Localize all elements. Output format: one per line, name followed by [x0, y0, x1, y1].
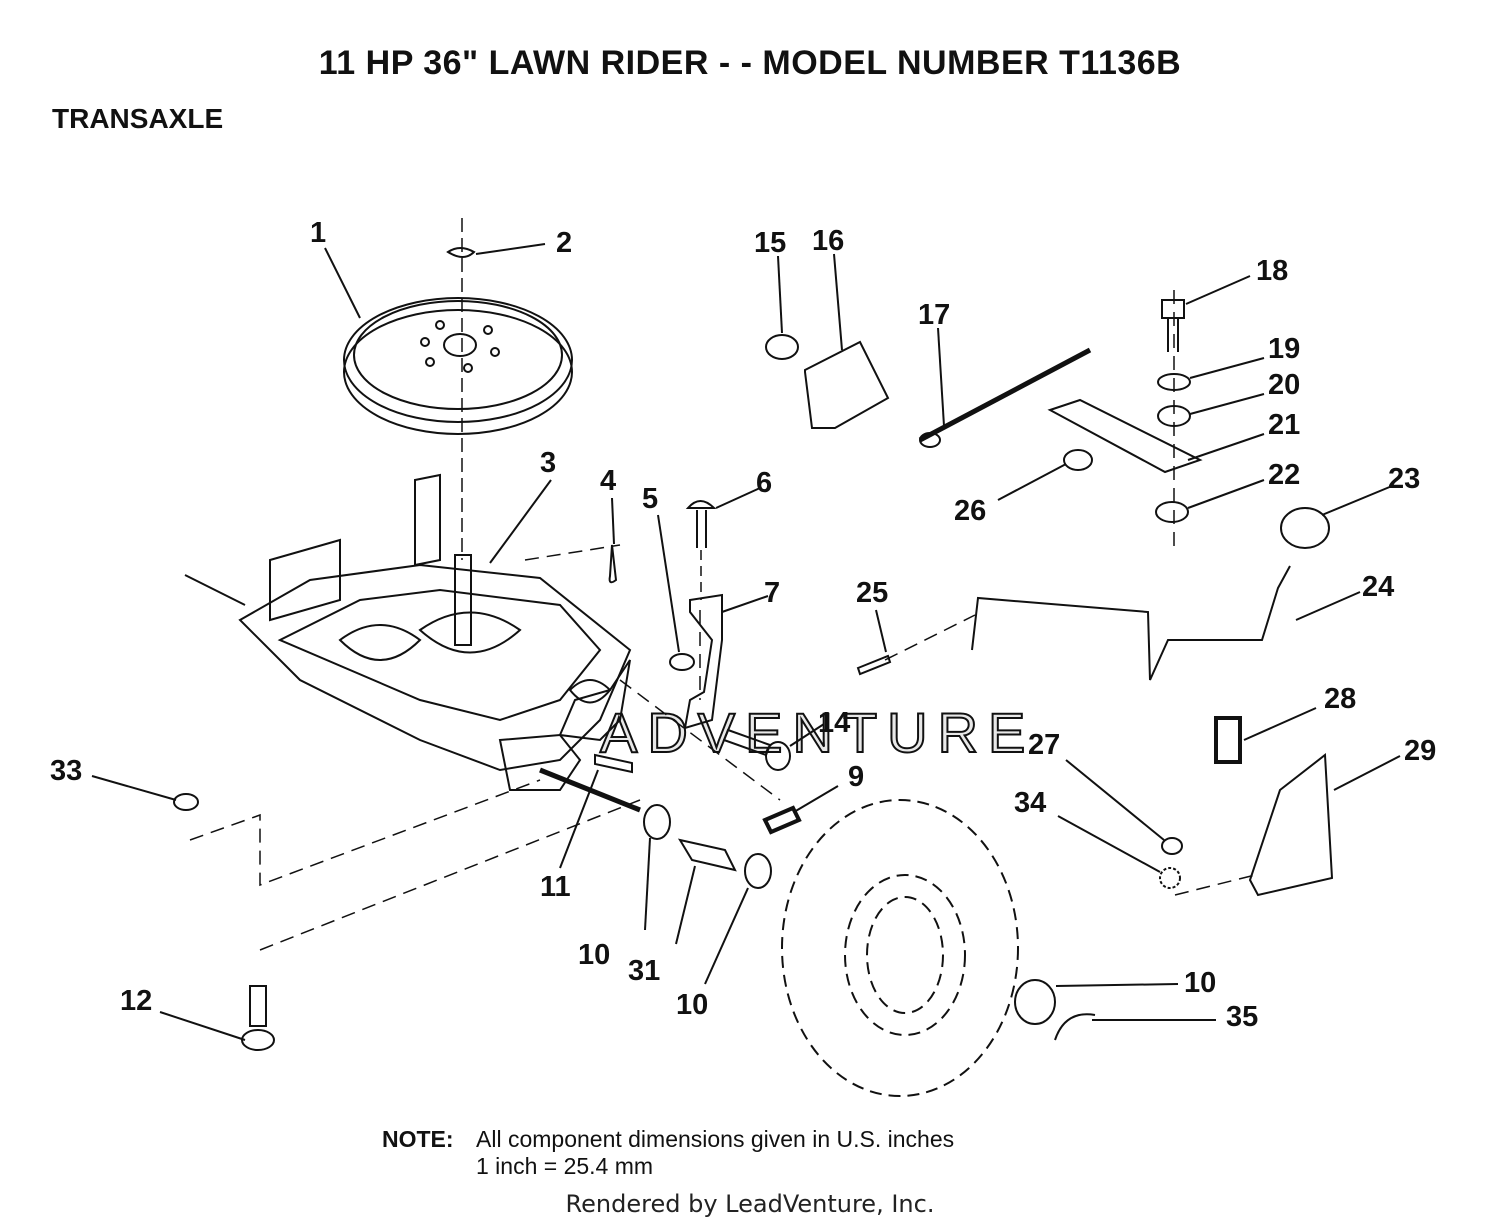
pulley-part [343, 297, 573, 435]
callout-31: 31 [628, 955, 660, 987]
spring-part [762, 805, 802, 835]
callout-10b: 10 [676, 989, 708, 1021]
callout-4: 4 [600, 465, 616, 497]
callout-27: 27 [1028, 729, 1060, 761]
callout-6: 6 [756, 467, 772, 499]
carriage-bolt-part [685, 500, 717, 548]
watermark-text: ADVENTURE [600, 701, 1035, 764]
callout-7: 7 [764, 577, 780, 609]
transaxle-housing-part [184, 473, 641, 813]
bolt-part [241, 985, 275, 1051]
diagram-title: 11 HP 36" LAWN RIDER - - MODEL NUMBER T1… [318, 44, 1182, 82]
callout-16: 16 [812, 225, 844, 257]
bracket-part [683, 593, 723, 730]
spacer-part [677, 838, 737, 872]
hex-bolt-part [722, 728, 791, 771]
link-plate-part [1047, 398, 1203, 474]
footer-credit: Rendered by LeadVenture, Inc. [565, 1190, 935, 1218]
note-line-2: 1 inch = 25.4 mm [476, 1153, 654, 1179]
callout-5: 5 [642, 483, 658, 515]
nut-part [173, 793, 199, 811]
callout-12: 12 [120, 985, 152, 1017]
callout-3: 3 [540, 447, 556, 479]
nut-part [1161, 837, 1183, 855]
washer-part [643, 804, 671, 840]
washer-part [744, 853, 772, 889]
extension-spring-part [1214, 716, 1242, 764]
callout-24: 24 [1362, 571, 1394, 603]
callout-2: 2 [556, 227, 572, 259]
shift-lever-part [971, 565, 1291, 681]
callout-23: 23 [1388, 463, 1420, 495]
callout-10c: 10 [1184, 967, 1216, 999]
nut-part [1063, 449, 1093, 471]
shift-rod-part [918, 347, 1092, 448]
note-line-1: All component dimensions given in U.S. i… [476, 1126, 955, 1152]
nut-part [669, 653, 695, 671]
callout-10a: 10 [578, 939, 610, 971]
section-heading: TRANSAXLE [52, 103, 224, 134]
lock-washer-part [1159, 867, 1181, 889]
callout-35: 35 [1226, 1001, 1258, 1033]
callout-20: 20 [1268, 369, 1300, 401]
retainer-part [1054, 1013, 1096, 1041]
wheel-outline [781, 799, 1019, 1097]
callout-25: 25 [856, 577, 888, 609]
washer-part [765, 334, 799, 360]
callout-17: 17 [918, 299, 950, 331]
callout-26: 26 [954, 495, 986, 527]
hex-bolt-part [1161, 299, 1185, 352]
knob-part [1280, 507, 1330, 549]
axle-key-part [594, 753, 633, 774]
callout-21: 21 [1268, 409, 1300, 441]
key-part [446, 247, 476, 258]
callout-22: 22 [1268, 459, 1300, 491]
mount-bracket-part [804, 340, 890, 429]
callout-28: 28 [1324, 683, 1356, 715]
dimension-note: NOTE: All component dimensions given in U… [382, 1126, 954, 1180]
callout-18: 18 [1256, 255, 1288, 287]
callout-33: 33 [50, 755, 82, 787]
callout-1: 1 [310, 217, 326, 249]
washer-part [1014, 979, 1056, 1025]
lever-bracket-part [1248, 753, 1334, 897]
callout-29: 29 [1404, 735, 1436, 767]
pin-part [608, 544, 618, 584]
callout-19: 19 [1268, 333, 1300, 365]
washer-part [1155, 501, 1189, 523]
callout-11: 11 [540, 871, 571, 903]
callout-15: 15 [754, 227, 786, 259]
callout-9: 9 [848, 761, 864, 793]
callout-14: 14 [818, 707, 850, 739]
note-label: NOTE: [382, 1126, 454, 1152]
callout-34: 34 [1014, 787, 1046, 819]
cotter-pin-part [856, 654, 892, 676]
